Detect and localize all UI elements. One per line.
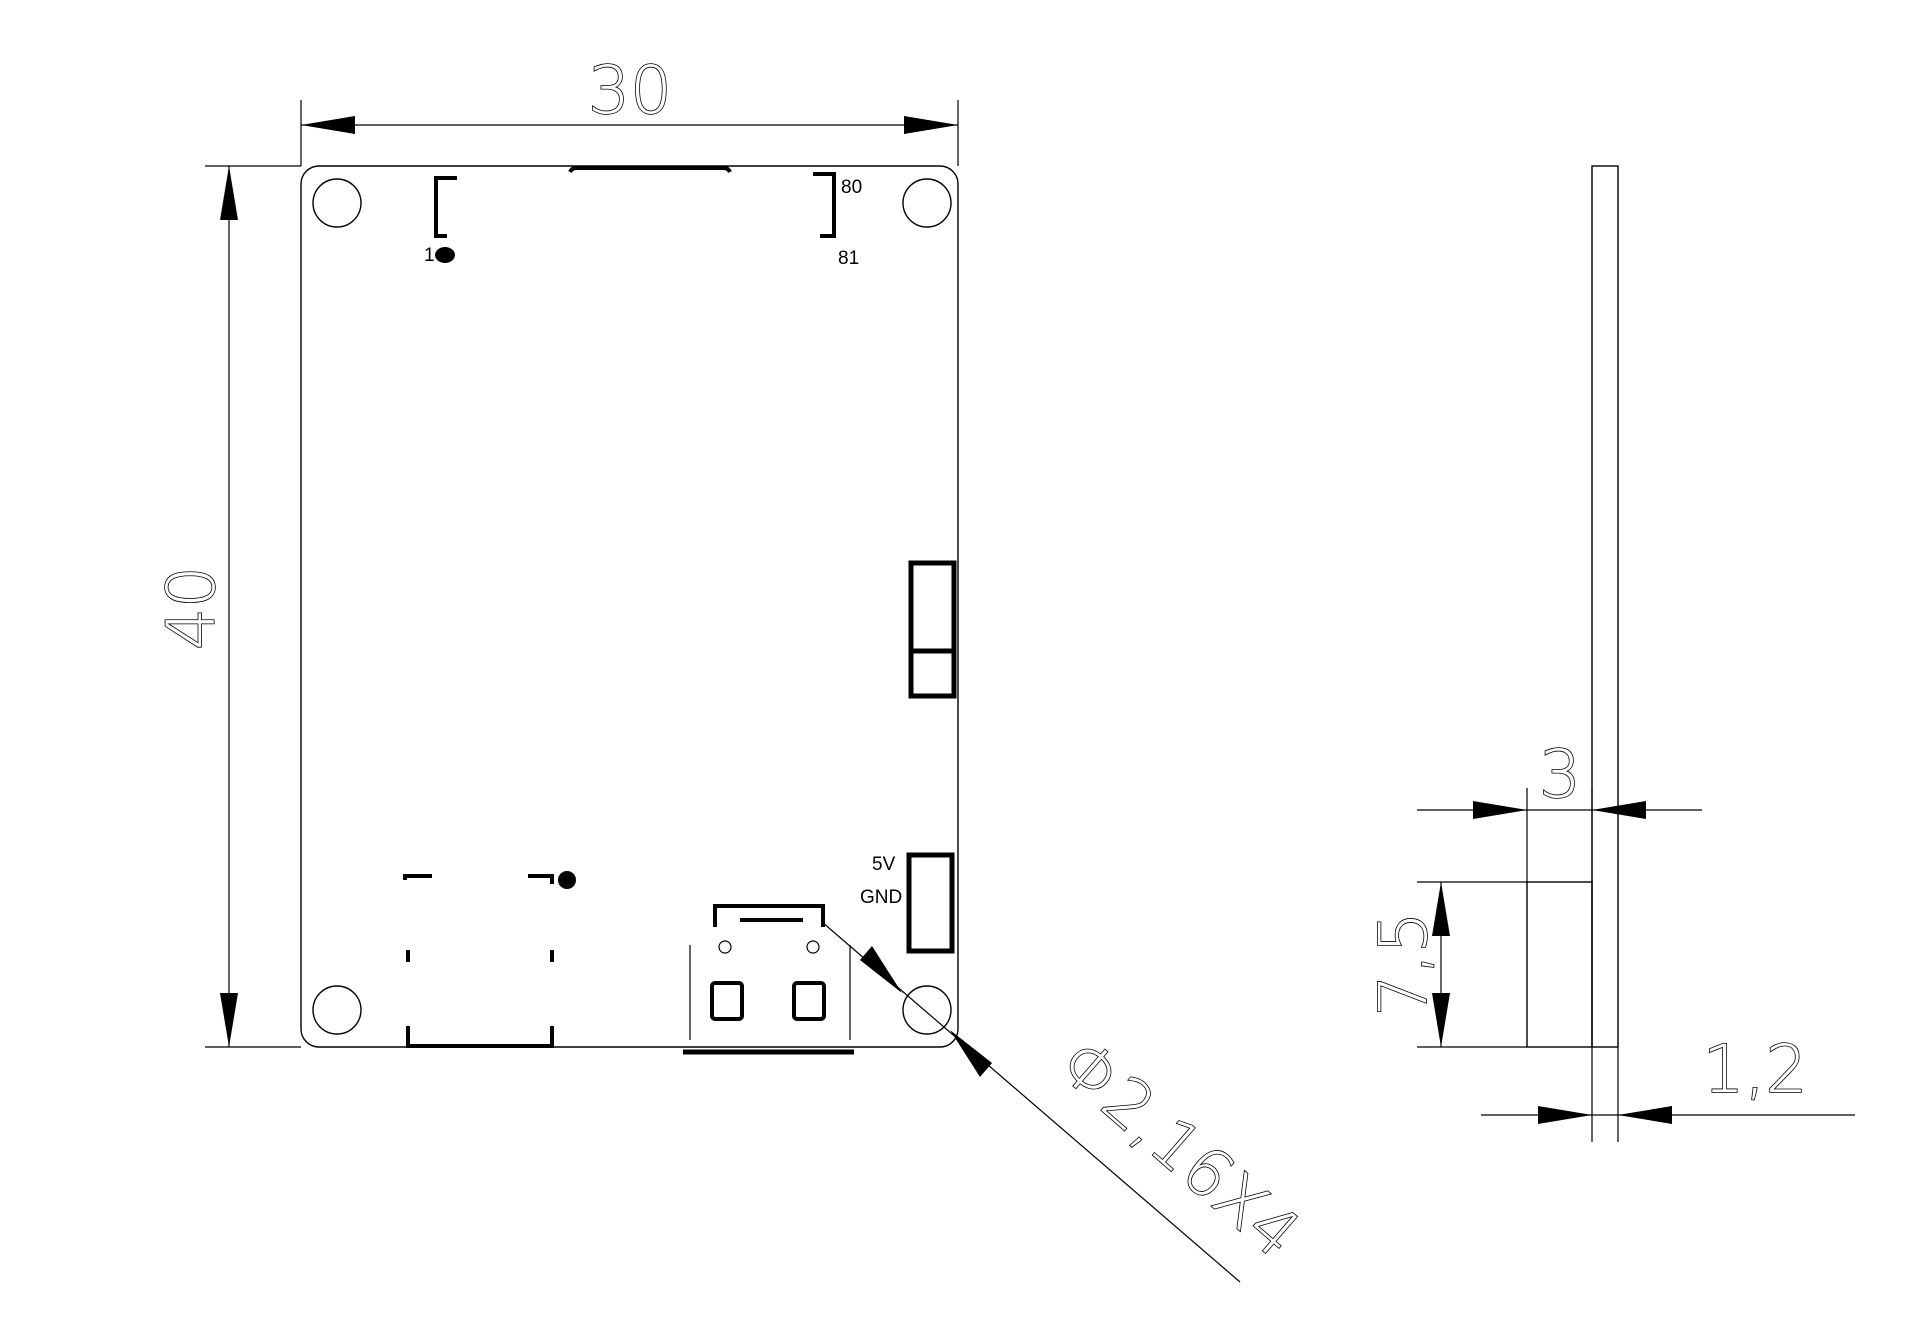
connector-depth-text: 3 — [1539, 736, 1581, 813]
width-dimension — [300, 100, 959, 166]
height-dimension-text: 40 — [153, 566, 230, 650]
connector-depth-dimension — [1417, 788, 1702, 882]
mounting-hole-top-left — [312, 178, 362, 228]
board-thickness-dimension — [1481, 1047, 1855, 1142]
connector-height-dimension — [1417, 881, 1527, 1048]
pin-81-label: 81 — [838, 248, 859, 269]
hole-callout-leader — [821, 921, 1241, 1283]
front-view: 1 80 81 5V GND — [152, 51, 1315, 1283]
usb-connector-footprint — [683, 904, 854, 1055]
pin-1-label: 1 — [424, 245, 435, 266]
side-switch-footprint — [908, 560, 957, 699]
power-connector-footprint — [906, 852, 955, 954]
mounting-hole-top-right — [902, 178, 952, 228]
power-5v-label: 5V — [872, 854, 896, 875]
pin-1-marker — [435, 247, 455, 263]
pin-80-label: 80 — [841, 177, 862, 198]
mounting-hole-bottom-left — [312, 985, 362, 1035]
power-gnd-label: GND — [860, 887, 902, 908]
mounting-hole-bottom-right — [902, 985, 952, 1035]
board-thickness-text: 1,2 — [1703, 1031, 1808, 1108]
side-view: 3 7,5 1,2 — [1364, 165, 1855, 1142]
width-dimension-text: 30 — [588, 52, 672, 129]
board-side-outline — [1591, 165, 1619, 1048]
top-connector-footprint — [434, 166, 836, 263]
connector-height-text: 7,5 — [1365, 912, 1442, 1017]
height-dimension — [205, 165, 301, 1048]
connector-pin-marker — [558, 871, 576, 889]
bottom-left-connector-footprint — [403, 871, 576, 1048]
connector-side-outline — [1526, 881, 1593, 1048]
board-outline — [300, 165, 959, 1048]
